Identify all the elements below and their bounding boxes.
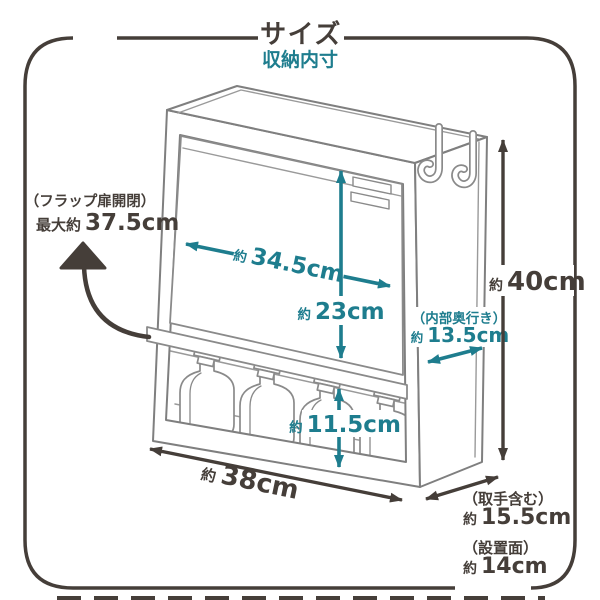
inner-dimensions-subtitle: 収納内寸 bbox=[262, 48, 338, 71]
total-width-arrow bbox=[149, 446, 403, 503]
inner-width-label: 約34.5cm bbox=[232, 237, 347, 288]
vent-slats bbox=[350, 176, 392, 210]
section-title: サイズ bbox=[260, 19, 342, 50]
flap-open-label: （フラップ扉開閉） bbox=[25, 192, 156, 210]
svg-text:約11.5cm: 約11.5cm bbox=[289, 412, 401, 438]
handle-depth-arrow bbox=[425, 475, 499, 501]
hook-icon bbox=[417, 123, 443, 184]
inner-depth-arrow bbox=[427, 346, 483, 364]
svg-text:（設置面）: （設置面） bbox=[463, 539, 538, 557]
svg-text:約15.5cm: 約15.5cm bbox=[463, 505, 571, 530]
svg-text:約13.5cm: 約13.5cm bbox=[411, 323, 510, 347]
svg-text:（内部奥行き）: （内部奥行き） bbox=[412, 310, 507, 327]
svg-text:（取手含む）: （取手含む） bbox=[463, 490, 553, 508]
door-hooks bbox=[417, 123, 477, 189]
hook-icon bbox=[451, 130, 477, 189]
flap-open-arc bbox=[81, 263, 152, 340]
